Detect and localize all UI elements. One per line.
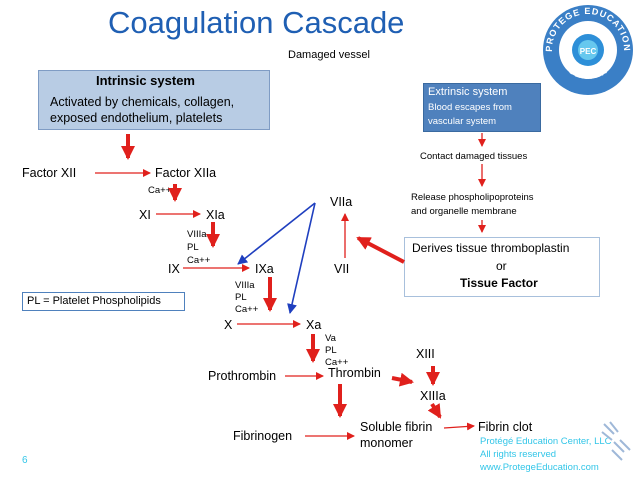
cofactor-ca-3: Ca++ (235, 304, 259, 315)
copyright-line-1: Protégé Education Center, LLC (480, 436, 612, 447)
release-line-2: and organelle membrane (411, 206, 517, 217)
factor-xa: Xa (306, 318, 322, 332)
thick-red-arrows (121, 134, 442, 419)
prothrombin: Prothrombin (208, 369, 277, 383)
factor-vii: VII (334, 262, 350, 276)
factor-ix: IX (168, 262, 180, 276)
arrow-xiiia-down (427, 402, 442, 419)
cofactor-ca-4: Ca++ (325, 357, 349, 368)
tissue-factor-line-3: Tissue Factor (460, 276, 538, 290)
page-number: 6 (22, 455, 28, 466)
soluble-fibrin-line-1: Soluble fibrin (360, 420, 433, 434)
logo-graphic: PROTEGE EDUCATION CENTER PEC (543, 5, 633, 95)
extrinsic-heading: Extrinsic system (428, 86, 508, 98)
factor-xii: Factor XII (22, 166, 77, 180)
factor-viia: VIIa (330, 195, 353, 209)
arrow-monomer-to-clot (443, 422, 475, 431)
svg-text:CENTER: CENTER (567, 65, 609, 81)
cofactor-viiia-2: VIIIa (235, 280, 255, 291)
arrow-viia-to-ix (237, 202, 316, 265)
copyright-line-2: All rights reserved (480, 449, 557, 460)
release-line-1: Release phospholipoproteins (411, 192, 534, 203)
tissue-factor-line-1: Derives tissue thromboplastin (412, 241, 570, 255)
factor-ixa: IXa (255, 262, 274, 276)
fibrinogen: Fibrinogen (233, 429, 293, 443)
factor-xia: XIa (206, 208, 225, 222)
footer-corner-decoration (600, 418, 636, 464)
intrinsic-line-2: exposed endothelium, platelets (50, 111, 223, 125)
logo-mark: PEC (580, 47, 597, 56)
damaged-vessel-label: Damaged vessel (288, 49, 370, 61)
fibrin-clot: Fibrin clot (478, 420, 533, 434)
factor-xiia: Factor XIIa (155, 166, 217, 180)
factor-xiiia: XIIIa (420, 389, 446, 403)
intrinsic-heading: Intrinsic system (96, 73, 195, 88)
cofactor-va: Va (325, 333, 336, 344)
thrombin: Thrombin (328, 366, 381, 380)
factor-x: X (224, 318, 233, 332)
intrinsic-system-box (38, 70, 270, 130)
thin-red-arrows (95, 133, 486, 440)
protege-logo: PROTEGE EDUCATION CENTER PEC (540, 2, 636, 98)
arrow-thrombin-to-xiiia (391, 372, 414, 387)
contact-tissues-label: Contact damaged tissues (420, 151, 528, 162)
footer-url: www.ProtegeEducation.com (480, 462, 599, 473)
extrinsic-line-2: vascular system (428, 116, 497, 127)
platelet-phospholipids-note (22, 292, 185, 311)
platelet-phospholipids-text: PL = Platelet Phospholipids (27, 295, 161, 307)
extrinsic-system-box (423, 83, 541, 132)
arrow-tissue-factor-to-viia (356, 236, 405, 264)
soluble-fibrin-line-2: monomer (360, 436, 413, 450)
tissue-factor-line-2: or (496, 259, 507, 273)
cofactor-pl-1: PL (187, 242, 199, 253)
arrow-viia-to-x (287, 202, 316, 314)
intrinsic-line-1: Activated by chemicals, collagen, (50, 95, 235, 109)
factor-xi: XI (139, 208, 151, 222)
factor-xiii: XIII (416, 347, 435, 361)
cofactor-viiia-1: VIIIa (187, 229, 207, 240)
extrinsic-line-1: Blood escapes from (428, 102, 512, 113)
cofactor-pl-3: PL (325, 345, 337, 356)
tissue-factor-box (404, 237, 600, 297)
cofactor-pl-2: PL (235, 292, 247, 303)
cofactor-ca-1: Ca++ (148, 185, 172, 196)
slide-title: Coagulation Cascade (108, 5, 405, 40)
logo-bottom-text: CENTER (567, 65, 608, 81)
blue-arrows (237, 202, 316, 314)
cofactor-ca-2: Ca++ (187, 255, 211, 266)
